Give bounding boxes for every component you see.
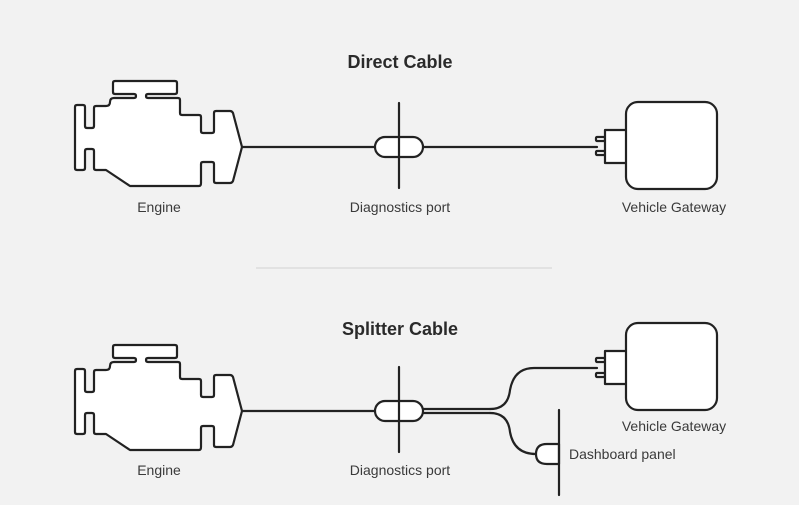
dashboard-panel-icon [534, 408, 561, 497]
diagnostics-port-icon [373, 365, 425, 454]
engine-label: Engine [137, 199, 181, 215]
gateway-label: Vehicle Gateway [622, 418, 726, 434]
splitter-cable-diagram: Splitter Cable Engine Diagnostics port V… [73, 319, 726, 497]
engine-icon [73, 79, 244, 188]
diagram-title: Splitter Cable [342, 319, 458, 339]
engine-label: Engine [137, 462, 181, 478]
vehicle-gateway-icon [594, 321, 719, 412]
port-label: Diagnostics port [350, 199, 450, 215]
engine-icon [73, 343, 244, 452]
diagram-title: Direct Cable [347, 52, 452, 72]
diagnostics-port-icon [373, 101, 425, 190]
vehicle-gateway-icon [594, 100, 719, 191]
direct-cable-diagram: Direct Cable Engine Diagnostics port Veh… [73, 52, 726, 215]
splitter-cable [421, 366, 599, 456]
dashboard-label: Dashboard panel [569, 446, 676, 462]
gateway-label: Vehicle Gateway [622, 199, 726, 215]
port-label: Diagnostics port [350, 462, 450, 478]
